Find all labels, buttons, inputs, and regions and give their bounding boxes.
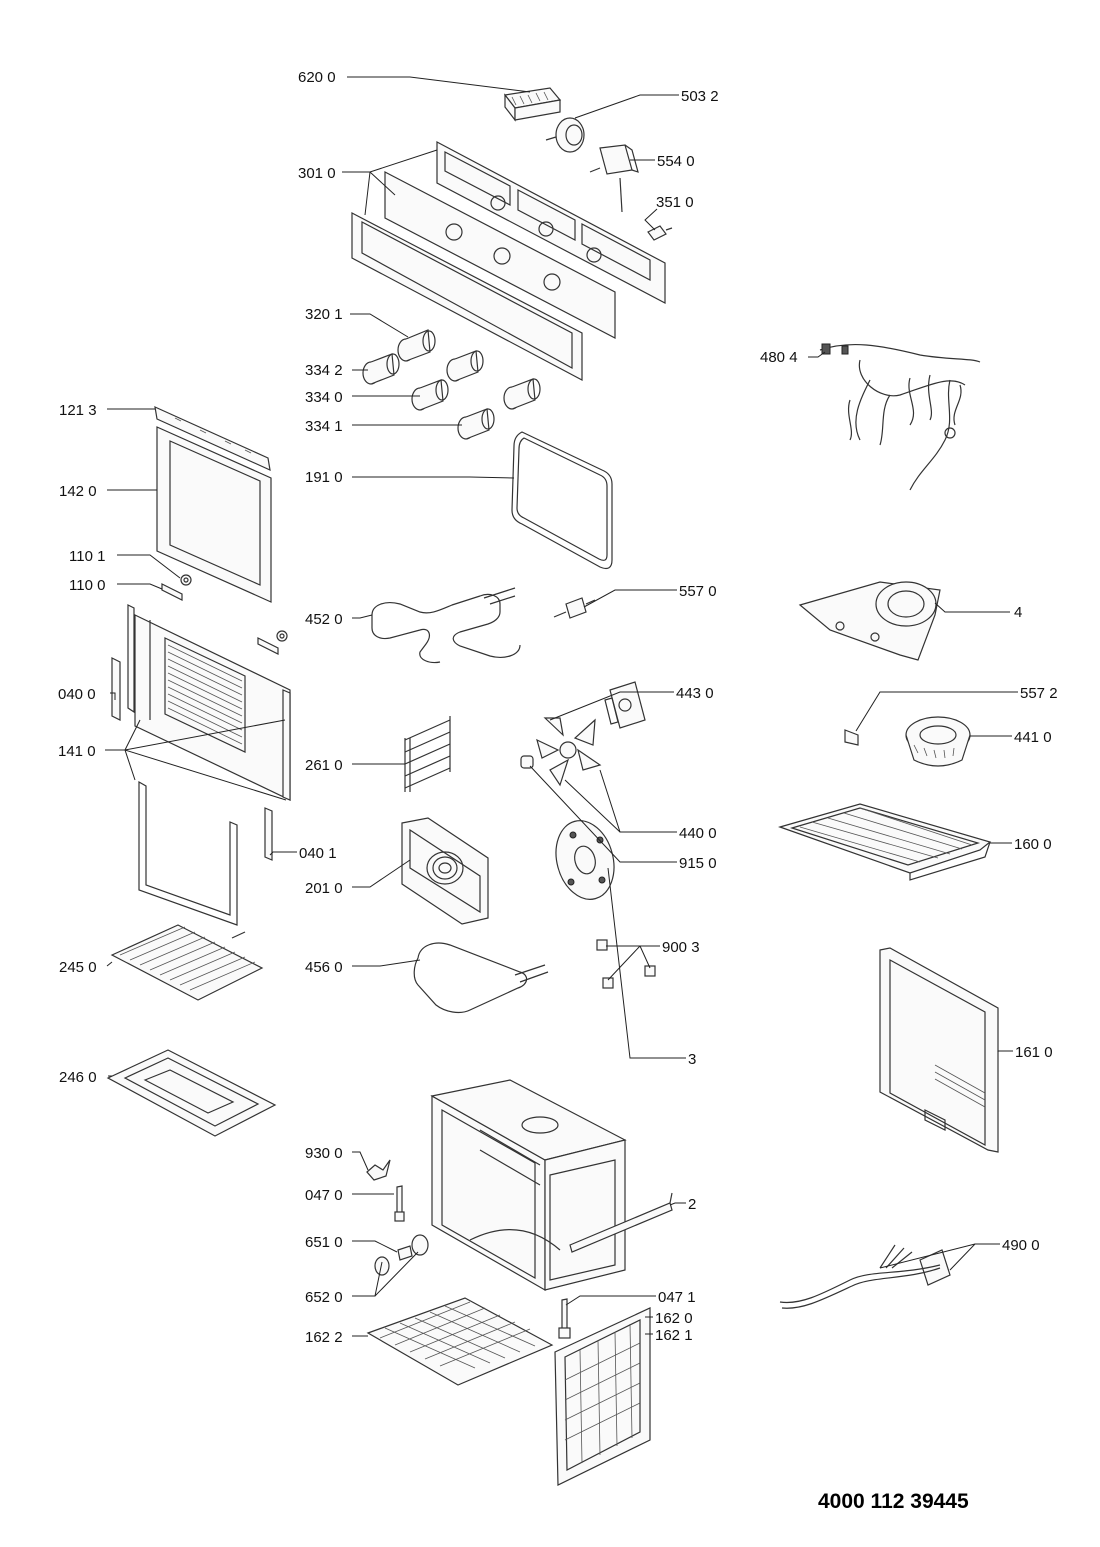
top-heating-element-drawing xyxy=(371,587,521,664)
label-201-0: 201 0 xyxy=(305,880,343,897)
side-panel-drawing xyxy=(879,947,999,1153)
oven-cavity-drawing xyxy=(430,1079,627,1292)
door-top-trim-drawing xyxy=(154,405,271,472)
label-503-2: 503 2 xyxy=(681,88,719,105)
label-452-0: 452 0 xyxy=(305,611,343,628)
label-620-0: 620 0 xyxy=(298,69,336,86)
label-245-0: 245 0 xyxy=(59,959,97,976)
label-047-1: 047 1 xyxy=(658,1289,696,1306)
label-162-2: 162 2 xyxy=(305,1329,343,1346)
label-490-0: 490 0 xyxy=(1002,1237,1040,1254)
label-915-0: 915 0 xyxy=(679,855,717,872)
bottom-grid-panel-drawing xyxy=(366,1297,554,1386)
label-320-1: 320 1 xyxy=(305,306,343,323)
label-110-0: 110 0 xyxy=(69,577,105,594)
label-162-1: 162 1 xyxy=(655,1327,693,1344)
clips-900-drawing xyxy=(596,939,656,989)
clip-557-drawing xyxy=(844,729,859,746)
label-246-0: 246 0 xyxy=(59,1069,97,1086)
signal-lamp-drawing xyxy=(647,225,673,241)
label-040-0: 040 0 xyxy=(58,686,96,703)
small-parts-drawing xyxy=(366,1159,429,1276)
label-301-0: 301 0 xyxy=(298,165,336,182)
label-141-0: 141 0 xyxy=(58,743,96,760)
label-480-4: 480 4 xyxy=(760,349,798,366)
label-160-0: 160 0 xyxy=(1014,836,1052,853)
label-351-0: 351 0 xyxy=(656,194,694,211)
label-334-2: 334 2 xyxy=(305,362,343,379)
rail-drawing xyxy=(569,1192,673,1253)
label-261-0: 261 0 xyxy=(305,757,343,774)
back-panel-drawing xyxy=(401,817,489,925)
label-443-0: 443 0 xyxy=(676,685,714,702)
selector-switch-drawing xyxy=(589,144,639,213)
label-2: 2 xyxy=(688,1196,696,1213)
control-panel-drawing xyxy=(351,141,666,381)
control-knobs-drawing xyxy=(362,329,541,440)
door-switch-drawing xyxy=(553,597,596,619)
bottom-heating-element-drawing xyxy=(413,942,549,1014)
shelf-supports-drawing xyxy=(404,716,451,792)
hinge-right-drawing xyxy=(264,807,273,861)
label-4: 4 xyxy=(1014,604,1022,621)
document-number: 4000 112 39445 xyxy=(818,1490,969,1513)
label-334-0: 334 0 xyxy=(305,389,343,406)
rear-grid-panel-drawing xyxy=(554,1307,651,1486)
door-seal-frame-drawing xyxy=(138,780,238,926)
label-191-0: 191 0 xyxy=(305,469,343,486)
label-900-3: 900 3 xyxy=(662,939,700,956)
wire-shelf-drawing xyxy=(110,924,264,1001)
label-110-1: 110 1 xyxy=(69,548,105,565)
fan-motor-drawing xyxy=(520,681,646,787)
label-040-1: 040 1 xyxy=(299,845,337,862)
label-557-2: 557 2 xyxy=(1020,685,1058,702)
fan-cover-plate-drawing xyxy=(798,581,941,661)
label-557-0: 557 0 xyxy=(679,583,717,600)
label-930-0: 930 0 xyxy=(305,1145,343,1162)
label-554-0: 554 0 xyxy=(657,153,695,170)
label-3: 3 xyxy=(688,1051,696,1068)
terminal-block-drawing xyxy=(503,87,562,122)
wiring-harness-drawing xyxy=(819,343,981,491)
label-334-1: 334 1 xyxy=(305,418,343,435)
label-456-0: 456 0 xyxy=(305,959,343,976)
baking-tray-drawing xyxy=(106,1049,277,1137)
hinge-left-drawing xyxy=(111,604,135,721)
door-inner-panel-drawing xyxy=(134,614,291,801)
label-047-0: 047 0 xyxy=(305,1187,343,1204)
leader-lines xyxy=(105,76,1018,1337)
label-441-0: 441 0 xyxy=(1014,729,1052,746)
thermostat-drawing xyxy=(545,117,585,153)
label-440-0: 440 0 xyxy=(679,825,717,842)
part-labels: 620 0 503 2 301 0 554 0 351 0 320 1 334 … xyxy=(58,69,1058,1346)
door-outer-glass-drawing xyxy=(156,426,272,603)
power-cable-drawing xyxy=(779,1244,951,1309)
label-121-3: 121 3 xyxy=(59,402,97,419)
label-161-0: 161 0 xyxy=(1015,1044,1053,1061)
label-652-0: 652 0 xyxy=(305,1289,343,1306)
door-clip-drawing xyxy=(161,574,288,655)
sensor-drawing xyxy=(558,1298,571,1339)
cooling-fan-drawing xyxy=(905,716,971,767)
label-142-0: 142 0 xyxy=(59,483,97,500)
label-651-0: 651 0 xyxy=(305,1234,343,1251)
top-cover-panel-drawing xyxy=(778,803,992,881)
door-gasket-drawing xyxy=(511,431,613,570)
label-162-0: 162 0 xyxy=(655,1310,693,1327)
